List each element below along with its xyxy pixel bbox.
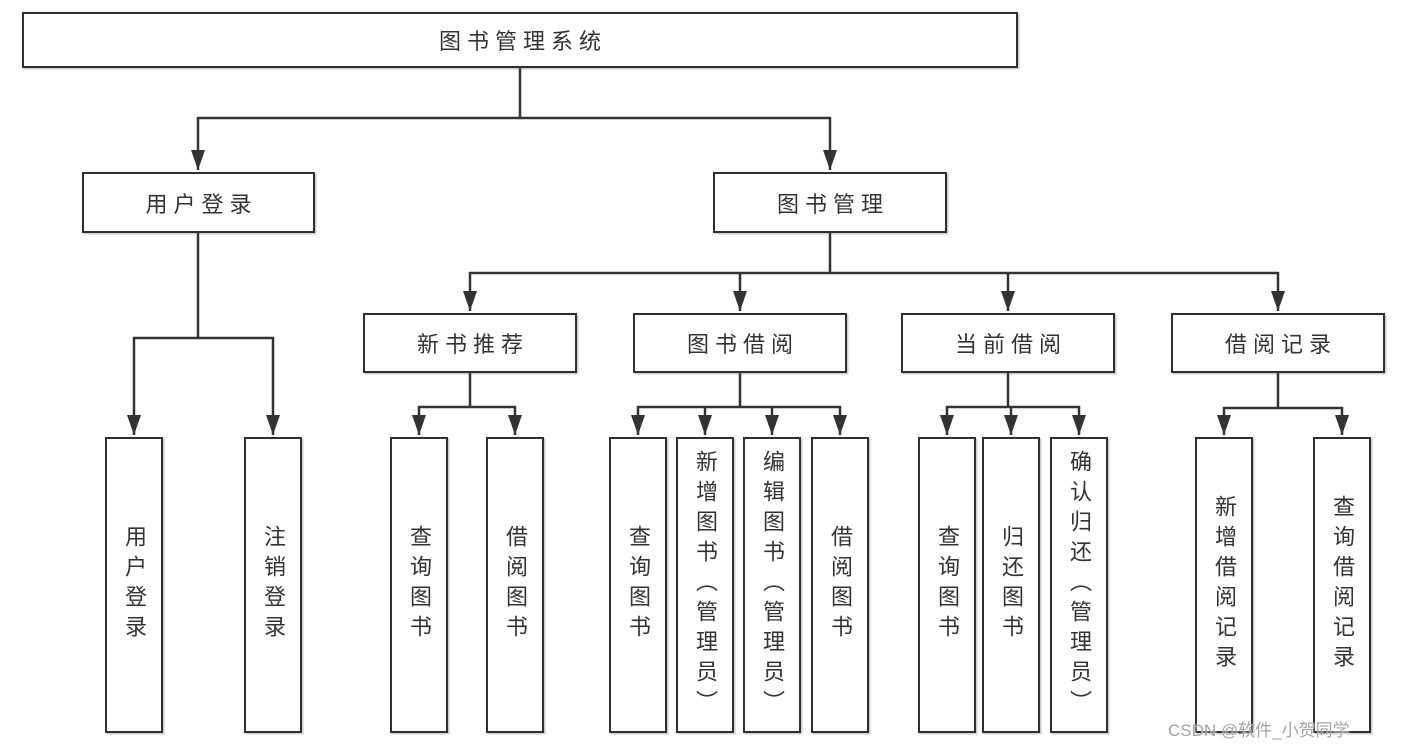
csdn-watermark: CSDN @软件_小贺同学: [1168, 721, 1350, 740]
leaf-add-books-admin: 新增图书（管理员）: [676, 437, 734, 733]
node-book-borrowing-label: 图书借阅: [686, 332, 799, 357]
node-user-login-label: 用户登录: [145, 191, 258, 217]
leaf-search-books-borrow: 查询图书: [609, 437, 667, 733]
leaf-edit-books-admin-label: 编辑图书（管理员）: [760, 450, 785, 720]
leaf-user-login-label: 用户登录: [122, 525, 147, 645]
leaf-logout: 注销登录: [244, 437, 302, 733]
leaf-search-borrow-record-label: 查询借阅记录: [1330, 495, 1355, 675]
leaf-confirm-return-admin-label: 确认归还（管理员）: [1067, 450, 1092, 720]
leaf-search-books-recommend: 查询图书: [390, 437, 448, 733]
leaf-add-borrow-record: 新增借阅记录: [1195, 437, 1253, 733]
leaf-return-books-label: 归还图书: [999, 525, 1024, 645]
leaf-user-login: 用户登录: [105, 437, 163, 733]
leaf-search-books-current-label: 查询图书: [935, 525, 960, 645]
node-current-borrowing: 当前借阅: [901, 313, 1115, 373]
node-book-management: 图书管理: [713, 172, 947, 233]
node-library-management-system: 图书管理系统: [22, 12, 1018, 68]
leaf-search-books-current: 查询图书: [918, 437, 976, 733]
leaf-add-books-admin-label: 新增图书（管理员）: [693, 450, 718, 720]
node-library-management-system-label: 图书管理系统: [438, 29, 607, 54]
leaf-edit-books-admin: 编辑图书（管理员）: [743, 437, 801, 733]
leaf-borrow-books: 借阅图书: [811, 437, 869, 733]
leaf-search-books-borrow-label: 查询图书: [626, 525, 651, 645]
leaf-add-borrow-record-label: 新增借阅记录: [1212, 495, 1237, 675]
leaf-borrow-books-label: 借阅图书: [828, 525, 853, 645]
leaf-search-books-recommend-label: 查询图书: [407, 525, 432, 645]
leaf-borrow-books-recommend-label: 借阅图书: [503, 525, 528, 645]
node-borrowing-records: 借阅记录: [1171, 313, 1385, 373]
node-new-book-recommendation-label: 新书推荐: [416, 332, 529, 357]
node-new-book-recommendation: 新书推荐: [363, 313, 577, 373]
node-book-borrowing: 图书借阅: [633, 313, 847, 373]
node-borrowing-records-label: 借阅记录: [1224, 332, 1337, 357]
node-current-borrowing-label: 当前借阅: [954, 332, 1067, 357]
leaf-confirm-return-admin: 确认归还（管理员）: [1050, 437, 1108, 733]
leaf-logout-label: 注销登录: [261, 525, 286, 645]
leaf-search-borrow-record: 查询借阅记录: [1313, 437, 1371, 733]
leaf-borrow-books-recommend: 借阅图书: [486, 437, 544, 733]
node-book-management-label: 图书管理: [776, 191, 889, 217]
node-user-login: 用户登录: [82, 172, 315, 233]
leaf-return-books: 归还图书: [982, 437, 1040, 733]
